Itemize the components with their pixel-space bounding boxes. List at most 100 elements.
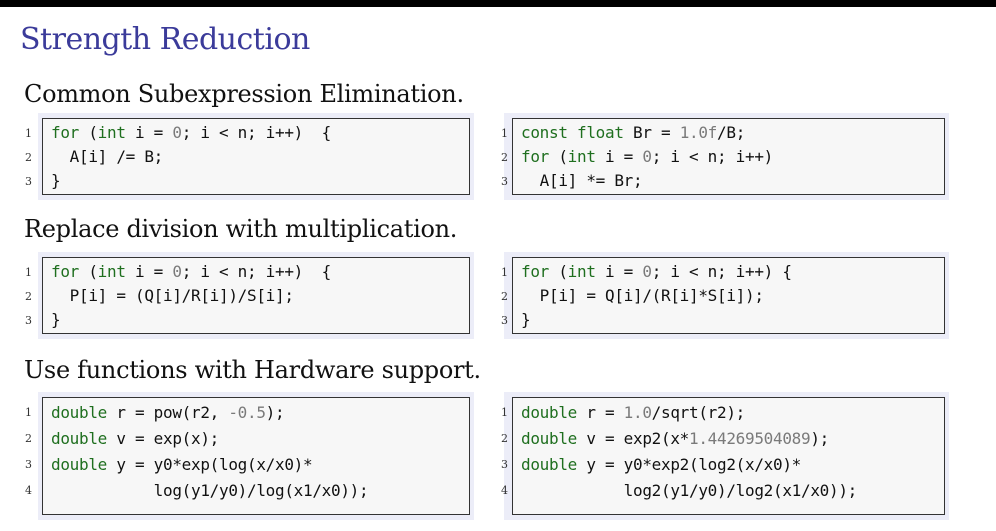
line-number: 2 xyxy=(25,432,32,445)
code-text: } xyxy=(521,310,531,329)
line-number: 3 xyxy=(25,314,32,327)
code-keyword: double xyxy=(521,455,577,474)
code-line: A[i] *= Br; xyxy=(521,171,643,190)
code-text: ); xyxy=(810,429,829,448)
line-number: 2 xyxy=(501,151,508,164)
code-line: for (int i = 0; i < n; i++) { xyxy=(521,262,792,281)
line-number: 1 xyxy=(501,266,508,279)
code-line: } xyxy=(521,310,531,329)
code-text: A[i] /= B; xyxy=(51,147,164,166)
code-number: 0 xyxy=(172,262,182,281)
line-number: 1 xyxy=(501,406,508,419)
code-text: i = xyxy=(595,147,643,166)
code-text: P[i] = Q[i]/(R[i]*S[i]); xyxy=(521,286,764,305)
code-keyword: int xyxy=(567,147,596,166)
code-number: 0 xyxy=(642,147,652,166)
line-number: 1 xyxy=(25,266,32,279)
code-keyword: const xyxy=(521,123,568,142)
line-number: 3 xyxy=(501,175,508,188)
code-keyword: int xyxy=(567,262,596,281)
slide-title: Strength Reduction xyxy=(20,22,310,57)
code-text: ( xyxy=(79,262,98,281)
code-line: P[i] = (Q[i]/R[i])/S[i]; xyxy=(51,286,294,305)
code-line: double y = y0*exp2(log2(x/x0)* xyxy=(521,455,801,474)
code-text: ( xyxy=(549,147,568,166)
line-number: 3 xyxy=(501,458,508,471)
line-number: 3 xyxy=(25,458,32,471)
line-number: 3 xyxy=(501,314,508,327)
code-panel-hardware-after: 1 2 3 4 double r = 1.0/sqrt(r2); double … xyxy=(501,392,949,520)
code-line: for (int i = 0; i < n; i++) { xyxy=(51,123,331,142)
code-keyword: for xyxy=(521,262,549,281)
section-heading-hardware: Use functions with Hardware support. xyxy=(24,356,481,384)
code-box: for (int i = 0; i < n; i++) { P[i] = (Q[… xyxy=(42,257,470,334)
code-line: log2(y1/y0)/log2(x1/x0)); xyxy=(521,481,858,500)
code-text: } xyxy=(51,171,61,190)
code-text: Br = xyxy=(623,123,680,142)
code-panel-cse-before: 1 2 3 for (int i = 0; i < n; i++) { A[i]… xyxy=(25,113,474,200)
code-text: i = xyxy=(125,123,173,142)
code-panel-division-after: 1 2 3 for (int i = 0; i < n; i++) { P[i]… xyxy=(501,252,949,339)
code-keyword: float xyxy=(577,123,624,142)
code-line: A[i] /= B; xyxy=(51,147,164,166)
code-line: double v = exp(x); xyxy=(51,429,219,448)
code-line: for (int i = 0; i < n; i++) xyxy=(521,147,773,166)
line-number: 2 xyxy=(501,432,508,445)
line-number: 2 xyxy=(25,290,32,303)
code-text: ( xyxy=(79,123,98,142)
code-keyword: for xyxy=(51,262,79,281)
code-line: double r = 1.0/sqrt(r2); xyxy=(521,403,745,422)
code-line: log(y1/y0)/log(x1/x0)); xyxy=(51,481,369,500)
code-box: const float Br = 1.0f/B; for (int i = 0;… xyxy=(512,118,945,195)
code-panel-hardware-before: 1 2 3 4 double r = pow(r2, -0.5); double… xyxy=(25,392,474,520)
code-keyword: for xyxy=(521,147,549,166)
code-panel-cse-after: 1 2 3 const float Br = 1.0f/B; for (int … xyxy=(501,113,949,200)
code-number: -0.5 xyxy=(228,403,266,422)
code-text: /sqrt(r2); xyxy=(651,403,746,422)
code-number: 1.44269504089 xyxy=(689,429,811,448)
code-text: ( xyxy=(549,262,568,281)
code-text xyxy=(568,123,577,142)
code-text: y = y0*exp(log(x/x0)* xyxy=(107,455,313,474)
code-keyword: double xyxy=(51,455,107,474)
code-text: v = exp(x); xyxy=(107,429,219,448)
code-line: } xyxy=(51,310,61,329)
code-text: y = y0*exp2(log2(x/x0)* xyxy=(577,455,801,474)
code-line: double v = exp2(x*1.44269504089); xyxy=(521,429,829,448)
line-number: 1 xyxy=(25,406,32,419)
code-number: 0 xyxy=(172,123,182,142)
code-text: i = xyxy=(125,262,173,281)
section-heading-cse: Common Subexpression Elimination. xyxy=(24,80,464,108)
section-heading-division: Replace division with multiplication. xyxy=(24,215,458,243)
code-box: double r = 1.0/sqrt(r2); double v = exp2… xyxy=(512,397,945,515)
code-keyword: int xyxy=(97,123,126,142)
line-number: 1 xyxy=(501,127,508,140)
code-text: A[i] *= Br; xyxy=(521,171,643,190)
code-text: r = pow(r2, xyxy=(107,403,229,422)
code-line: P[i] = Q[i]/(R[i]*S[i]); xyxy=(521,286,764,305)
line-number: 3 xyxy=(25,175,32,188)
code-panel-division-before: 1 2 3 for (int i = 0; i < n; i++) { P[i]… xyxy=(25,252,474,339)
line-number: 1 xyxy=(25,127,32,140)
code-keyword: for xyxy=(51,123,79,142)
code-number: 0 xyxy=(642,262,652,281)
code-text: ; i < n; i++) xyxy=(651,147,774,166)
code-text: /B; xyxy=(717,123,746,142)
code-text: r = xyxy=(577,403,624,422)
code-text: log(y1/y0)/log(x1/x0)); xyxy=(51,481,369,500)
code-text: ; i < n; i++) { xyxy=(651,262,792,281)
code-box: for (int i = 0; i < n; i++) { P[i] = Q[i… xyxy=(512,257,945,334)
line-number: 4 xyxy=(501,484,508,497)
code-text: ; i < n; i++) { xyxy=(181,262,332,281)
code-keyword: double xyxy=(51,429,107,448)
code-box: double r = pow(r2, -0.5); double v = exp… xyxy=(42,397,470,515)
code-line: for (int i = 0; i < n; i++) { xyxy=(51,262,331,281)
code-keyword: double xyxy=(521,429,577,448)
code-text: v = exp2(x* xyxy=(577,429,689,448)
line-number: 2 xyxy=(25,151,32,164)
line-number: 4 xyxy=(25,484,32,497)
code-box: for (int i = 0; i < n; i++) { A[i] /= B;… xyxy=(42,118,470,195)
code-keyword: double xyxy=(51,403,107,422)
top-bar xyxy=(0,0,996,7)
code-text: ; i < n; i++) { xyxy=(181,123,332,142)
